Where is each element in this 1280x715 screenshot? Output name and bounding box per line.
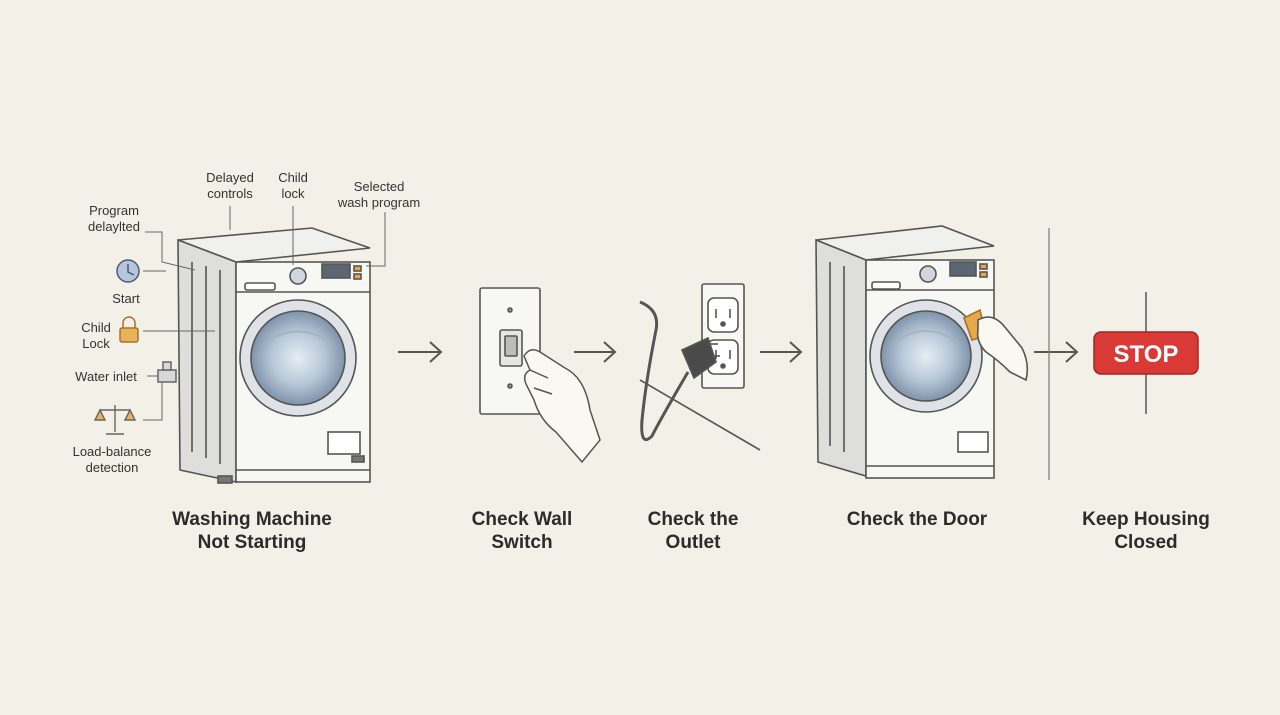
caption-check-wall-switch: Check Wall Switch bbox=[471, 509, 573, 553]
annotation-child-lock-top: Child lock bbox=[278, 170, 308, 201]
annotation-selected-program: Selected wash program bbox=[337, 179, 421, 210]
arrow-icon bbox=[398, 341, 443, 363]
water-inlet-icon bbox=[157, 361, 177, 383]
clock-icon bbox=[116, 259, 140, 283]
annotation-delayed-controls: Delayed controls bbox=[206, 170, 254, 201]
annotation-start: Start bbox=[112, 291, 140, 306]
arrow-icon bbox=[760, 341, 803, 363]
arrow-icon bbox=[1034, 341, 1079, 363]
padlock-icon bbox=[119, 316, 139, 343]
washing-machine-icon bbox=[177, 227, 371, 484]
door-check-icon bbox=[815, 225, 1029, 479]
caption-keep-housing-closed: Keep Housing Closed bbox=[1082, 509, 1210, 553]
arrow-icon bbox=[574, 341, 617, 363]
annotation-program-delayed: Program delaylted bbox=[87, 203, 141, 234]
hand-icon bbox=[523, 349, 601, 464]
caption-check-the-door: Check the Door bbox=[846, 509, 988, 530]
flow-arrows bbox=[398, 341, 1079, 363]
annotation-water-inlet: Water inlet bbox=[75, 369, 137, 384]
balance-scale-icon bbox=[93, 405, 137, 435]
annotation-child-lock-side: Child Lock bbox=[81, 320, 111, 351]
stop-sign-text: STOP bbox=[1114, 341, 1179, 368]
annotation-leaders bbox=[143, 206, 386, 421]
caption-check-the-outlet: Check the Outlet bbox=[647, 509, 739, 553]
annotation-load-balance: Load-balance detection bbox=[72, 444, 152, 475]
caption-washing-machine-not-starting: Washing Machine Not Starting bbox=[172, 509, 332, 553]
stop-sign-icon: STOP bbox=[1093, 292, 1199, 414]
outlet-plug-icon bbox=[639, 283, 761, 451]
